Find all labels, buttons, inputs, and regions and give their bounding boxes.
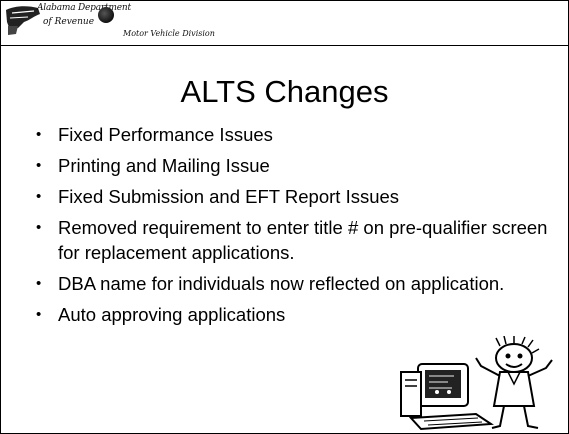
department-name: Alabama Department <box>37 3 131 13</box>
header-divider <box>1 45 568 46</box>
seal-icon <box>98 7 114 23</box>
bullet-item: Printing and Mailing Issue <box>34 153 554 178</box>
slide-title: ALTS Changes <box>180 74 389 109</box>
bullet-list: Fixed Performance Issues Printing and Ma… <box>34 122 554 333</box>
division-name: Motor Vehicle Division <box>123 29 215 38</box>
computer-cartoon-icon <box>400 336 553 431</box>
slide-header: Alabama Department of Revenue Motor Vehi… <box>1 1 568 45</box>
state-logo-icon <box>6 6 40 35</box>
bullet-item: Auto approving applications <box>34 302 554 327</box>
bullet-item: Fixed Performance Issues <box>34 122 554 147</box>
bullet-item: Fixed Submission and EFT Report Issues <box>34 184 554 209</box>
bullet-item: DBA name for individuals now reflected o… <box>34 271 554 296</box>
bullet-item: Removed requirement to enter title # on … <box>34 215 554 265</box>
department-subname: of Revenue <box>43 17 95 27</box>
